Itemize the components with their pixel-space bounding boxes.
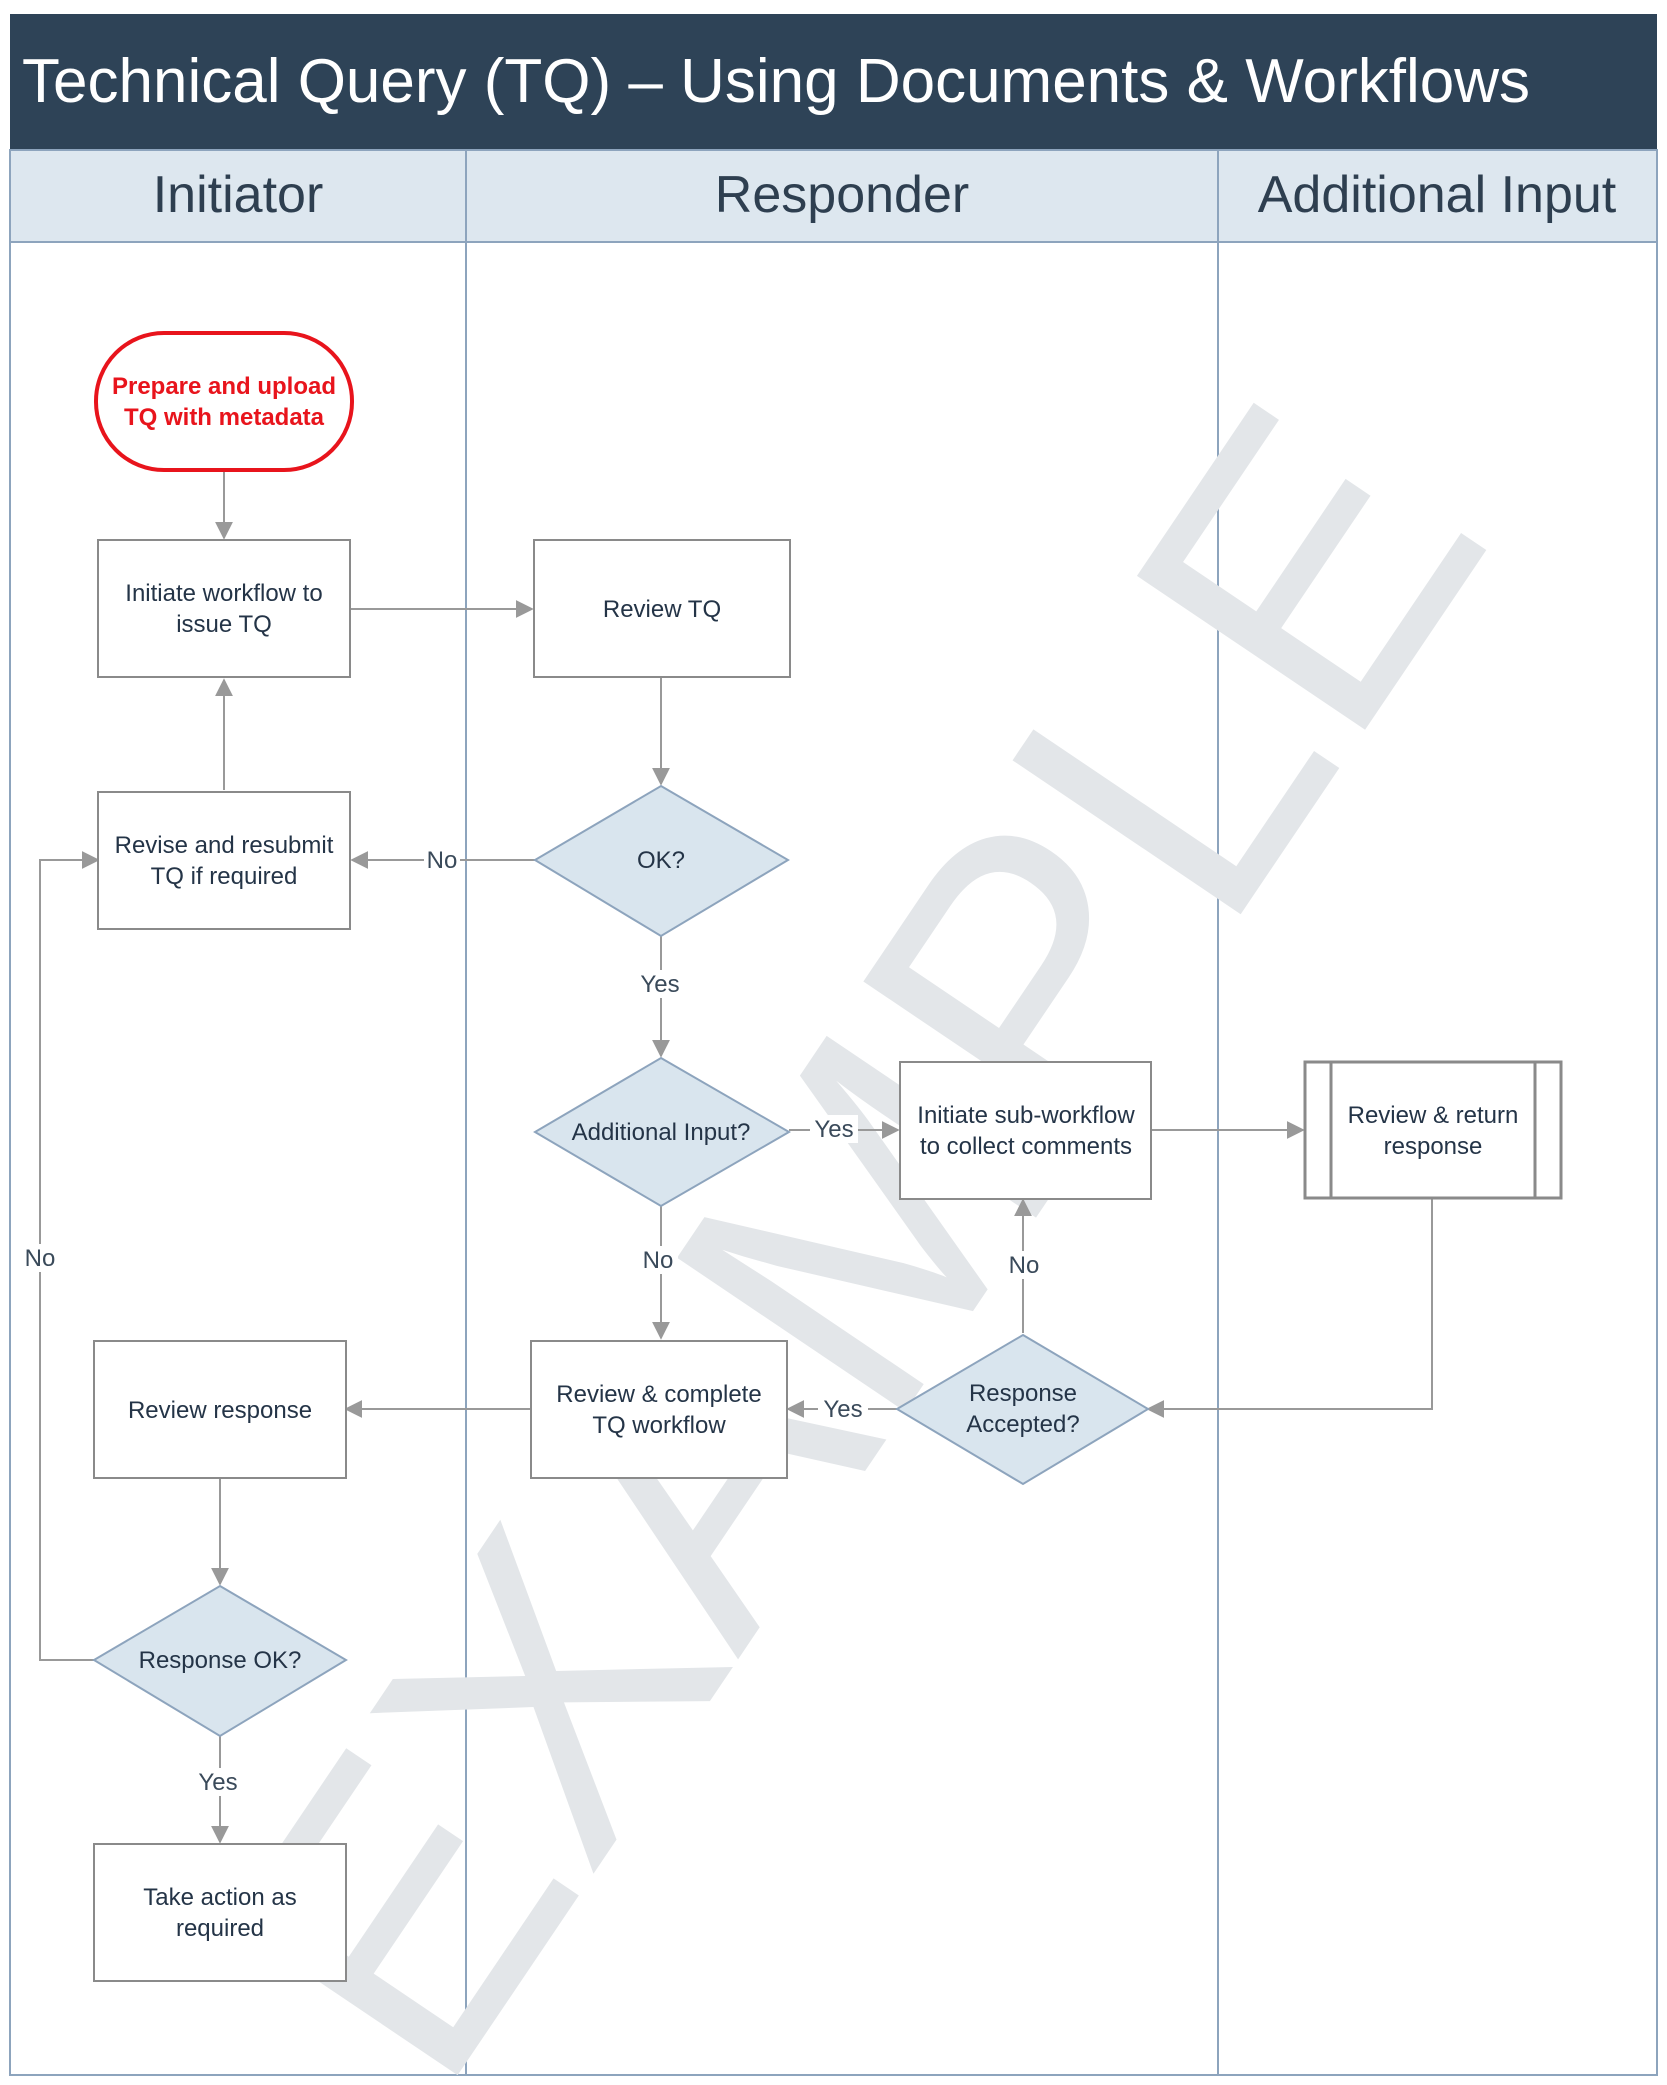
take-action-line-1: Take action as xyxy=(143,1884,296,1911)
edge-label-ok-yes: Yes xyxy=(640,971,679,998)
edge-label-response-ok-no: No xyxy=(25,1245,56,1272)
lane-label-responder: Responder xyxy=(715,166,969,224)
edge-labels: No Yes Yes No No Yes No Yes xyxy=(20,846,1044,1796)
revise-resubmit-line-1: Revise and resubmit xyxy=(115,832,334,859)
initiate-subworkflow-line-1: Initiate sub-workflow xyxy=(917,1102,1135,1129)
review-complete-line-2: TQ workflow xyxy=(592,1412,726,1439)
lane-label-additional-input: Additional Input xyxy=(1258,166,1617,224)
lane-header-additional-input xyxy=(1217,149,1658,243)
initiate-workflow-line-2: issue TQ xyxy=(176,611,272,638)
review-response-node xyxy=(93,1340,347,1479)
edge-label-accepted-no: No xyxy=(1009,1252,1040,1279)
edge-label-additional-no: No xyxy=(643,1247,674,1274)
edge-review-return-to-accepted xyxy=(1146,1198,1433,1418)
initiate-subworkflow-node xyxy=(899,1061,1152,1200)
diagram-title: Technical Query (TQ) – Using Documents &… xyxy=(22,47,1530,116)
review-complete-node xyxy=(530,1340,788,1479)
revise-resubmit-line-2: TQ if required xyxy=(151,863,298,890)
review-return-node xyxy=(1303,1060,1563,1200)
start-node xyxy=(94,331,354,472)
take-action-node xyxy=(93,1843,347,1982)
review-return-line-2: response xyxy=(1384,1133,1483,1160)
initiate-workflow-line-1: Initiate workflow to xyxy=(125,580,322,607)
edge-label-response-ok-yes: Yes xyxy=(198,1769,237,1796)
ok-decision-node xyxy=(533,784,790,938)
review-return-line-1: Review & return xyxy=(1348,1102,1519,1129)
additional-input-decision-label: Additional Input? xyxy=(572,1119,751,1146)
edge-label-accepted-yes: Yes xyxy=(823,1396,862,1423)
review-tq-label: Review TQ xyxy=(603,596,721,623)
take-action-line-2: required xyxy=(176,1915,264,1942)
response-ok-decision-label: Response OK? xyxy=(139,1647,302,1674)
review-tq-node xyxy=(533,539,791,678)
additional-input-decision-node xyxy=(533,1056,791,1208)
initiate-workflow-node xyxy=(97,539,351,678)
revise-resubmit-node xyxy=(97,791,351,930)
ok-decision-label: OK? xyxy=(637,847,685,874)
initiate-subworkflow-line-2: to collect comments xyxy=(920,1133,1132,1160)
edge-label-ok-no: No xyxy=(427,847,458,874)
response-accepted-decision-node xyxy=(895,1333,1150,1486)
review-response-label: Review response xyxy=(128,1397,312,1424)
response-accepted-line-1: Response xyxy=(969,1380,1077,1407)
lane-header-initiator xyxy=(9,149,467,243)
start-node-line-1: Prepare and upload xyxy=(112,373,336,400)
lane-header-responder xyxy=(465,149,1219,243)
lane-label-initiator: Initiator xyxy=(153,166,324,224)
response-ok-decision-node xyxy=(92,1584,348,1738)
edge-label-additional-yes: Yes xyxy=(814,1116,853,1143)
response-accepted-line-2: Accepted? xyxy=(966,1411,1079,1438)
review-complete-line-1: Review & complete xyxy=(556,1381,761,1408)
title-bar xyxy=(10,14,1657,150)
start-node-line-2: TQ with metadata xyxy=(124,404,325,431)
